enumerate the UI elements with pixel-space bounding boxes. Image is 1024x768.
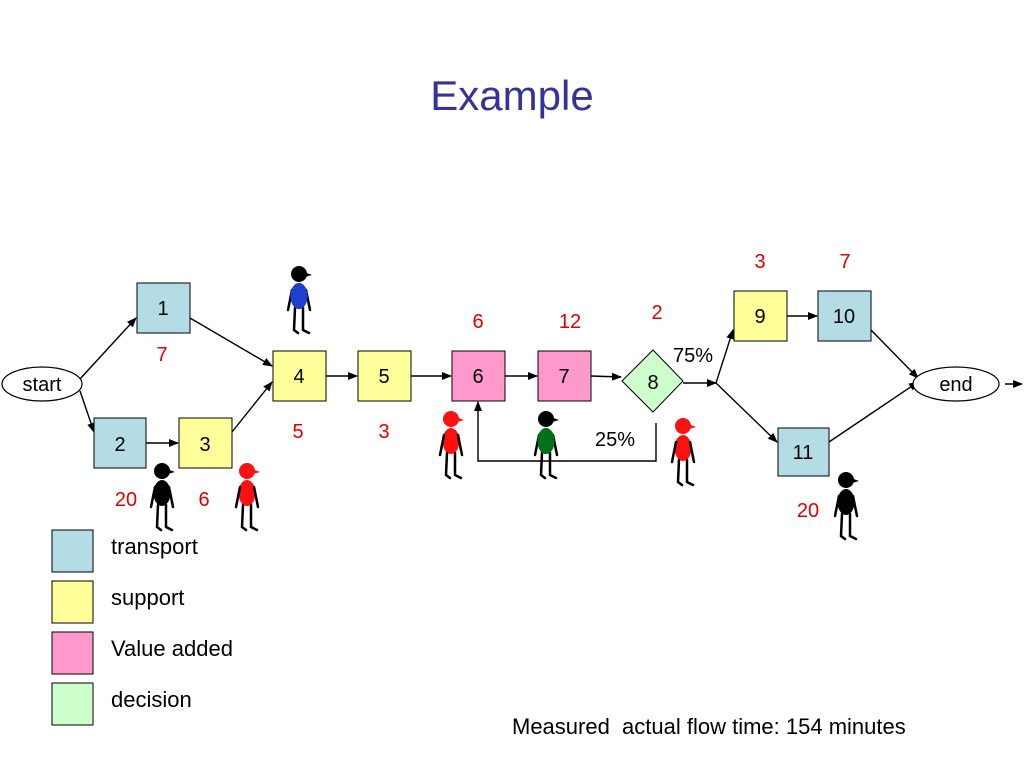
node-3-label: 3 — [199, 434, 210, 456]
edge-11-end — [828, 381, 919, 443]
end-node: end — [912, 366, 1000, 402]
edge-10-end — [870, 329, 919, 379]
legend-support-label: support — [111, 585, 184, 610]
branch-lower-percent: 25% — [595, 429, 635, 451]
time-label-11: 20 — [797, 500, 819, 522]
node-10-box — [817, 290, 872, 342]
time-label-6: 6 — [472, 311, 483, 333]
node-7-label: 7 — [558, 366, 569, 388]
edge-split-11 — [715, 382, 778, 443]
legend-value-added-swatch — [51, 631, 94, 675]
time-label-8: 2 — [651, 302, 662, 324]
start-node: start — [1, 366, 83, 402]
legend-decision-swatch — [51, 682, 94, 726]
flow-time-note: Measured actual flow time: 154 minutes — [512, 714, 906, 739]
node-2-box — [93, 417, 147, 469]
edge-1-4 — [189, 317, 273, 367]
node-8-diamond — [621, 349, 684, 413]
node-1-label: 1 — [157, 298, 168, 320]
end-label: end — [939, 374, 972, 396]
legend-decision-label: decision — [111, 687, 192, 712]
edge-start-2 — [79, 390, 95, 433]
node-8-label: 8 — [647, 372, 658, 394]
time-label-2: 20 — [115, 489, 137, 511]
edge-7-8 — [590, 372, 622, 381]
legend-support-swatch — [51, 580, 94, 624]
legend: transport support Value added decision — [51, 529, 233, 726]
node-5-box — [357, 350, 412, 402]
node-11-box — [777, 427, 830, 477]
edge-loopback-8-6 — [474, 401, 657, 462]
legend-transport-swatch — [51, 529, 94, 573]
node-7-box — [537, 350, 592, 402]
slide-title: Example — [430, 72, 594, 119]
time-label-5: 3 — [378, 421, 389, 443]
legend-transport-label: transport — [111, 534, 198, 559]
node-4-box — [272, 350, 327, 402]
worker-red-person-icon — [670, 416, 698, 487]
edge-split-9 — [715, 329, 735, 384]
legend-value-added-label: Value added — [111, 636, 233, 661]
time-label-7: 12 — [559, 311, 581, 333]
start-label: start — [23, 374, 62, 396]
node-9-label: 9 — [754, 306, 765, 328]
node-9-box — [733, 290, 788, 342]
worker-red-person-icon — [438, 409, 466, 480]
node-6-box — [451, 350, 506, 402]
node-6-label: 6 — [472, 366, 483, 388]
time-label-4: 5 — [292, 421, 303, 443]
edge-start-1 — [79, 317, 137, 380]
time-label-10: 7 — [839, 251, 850, 273]
node-2-label: 2 — [114, 434, 125, 456]
worker-black-person-icon — [149, 461, 177, 532]
worker-red-person-icon — [234, 461, 262, 532]
node-1-box — [136, 282, 191, 334]
worker-green-torso — [537, 428, 555, 454]
worker-black-person-icon — [833, 470, 861, 541]
node-11-label: 11 — [793, 442, 814, 464]
edge-3-4 — [231, 381, 273, 433]
time-label-1: 7 — [156, 344, 167, 366]
branch-upper-percent: 75% — [673, 345, 713, 367]
time-label-9: 3 — [754, 251, 765, 273]
node-4-label: 4 — [293, 366, 304, 388]
node-10-label: 10 — [833, 306, 855, 328]
time-label-3: 6 — [198, 489, 209, 511]
node-3-box — [178, 417, 233, 469]
worker-blue-torso — [290, 283, 308, 309]
node-5-label: 5 — [378, 366, 389, 388]
